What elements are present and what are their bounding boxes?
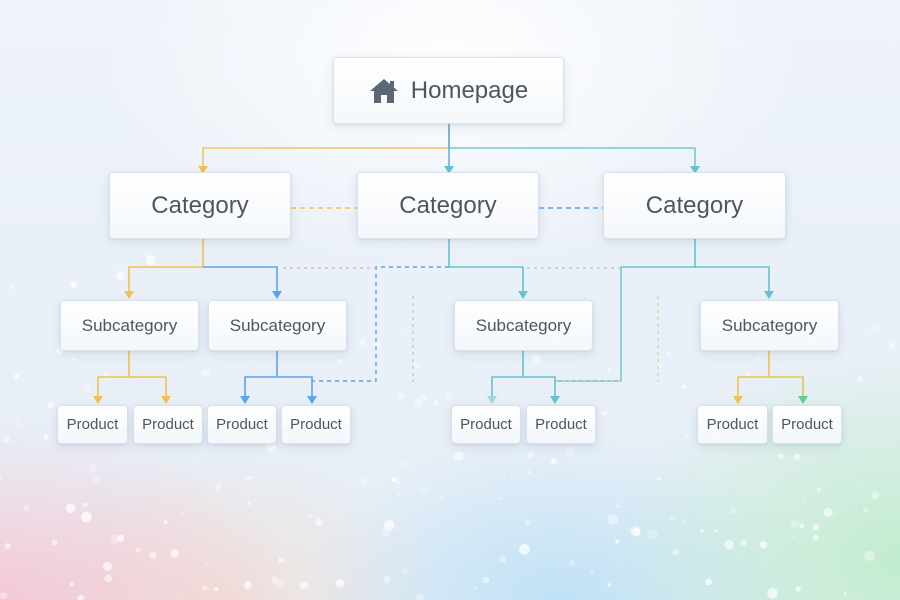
product-label: Product (290, 416, 342, 433)
category-node-2[interactable]: Category (357, 172, 539, 239)
product-label: Product (216, 416, 268, 433)
subcategory-label: Subcategory (721, 315, 818, 335)
product-node-3[interactable]: Product (207, 405, 277, 444)
category-label: Category (399, 191, 497, 219)
product-node-2[interactable]: Product (133, 405, 203, 444)
home-icon (369, 78, 399, 104)
product-label: Product (781, 416, 833, 433)
product-node-5[interactable]: Product (451, 405, 521, 444)
subcategory-node-4[interactable]: Subcategory (700, 300, 839, 351)
subcategory-label: Subcategory (81, 315, 178, 335)
category-label: Category (151, 191, 249, 219)
product-label: Product (706, 416, 759, 433)
product-node-7[interactable]: Product (697, 405, 768, 444)
category-node-1[interactable]: Category (109, 172, 291, 239)
category-node-3[interactable]: Category (603, 172, 786, 239)
product-node-1[interactable]: Product (57, 405, 128, 444)
subcategory-node-1[interactable]: Subcategory (60, 300, 199, 351)
subcategory-node-3[interactable]: Subcategory (454, 300, 593, 351)
product-label: Product (535, 416, 587, 433)
product-node-4[interactable]: Product (281, 405, 351, 444)
homepage-node[interactable]: Homepage (333, 57, 564, 124)
product-node-6[interactable]: Product (526, 405, 596, 444)
product-node-8[interactable]: Product (772, 405, 842, 444)
subcategory-label: Subcategory (475, 315, 572, 335)
product-label: Product (66, 416, 119, 433)
subcategory-node-2[interactable]: Subcategory (208, 300, 347, 351)
product-label: Product (460, 416, 512, 433)
homepage-label: Homepage (410, 76, 529, 104)
subcategory-label: Subcategory (229, 315, 326, 335)
product-label: Product (142, 416, 194, 433)
category-label: Category (645, 191, 744, 219)
